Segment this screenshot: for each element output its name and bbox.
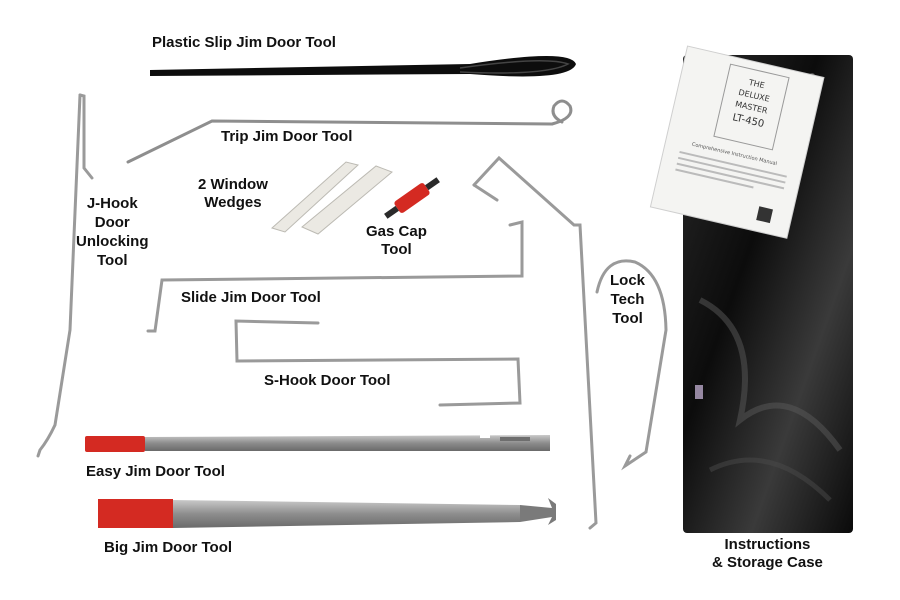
label-plastic-slip-jim: Plastic Slip Jim Door Tool [152,34,336,51]
easy-jim-tool [85,433,550,452]
label-slide-jim: Slide Jim Door Tool [181,289,321,306]
label-s-hook: S-Hook Door Tool [264,372,391,389]
label-trip-jim: Trip Jim Door Tool [221,128,353,145]
trip-jim-tool [126,99,573,164]
manual-title-1: THE [747,78,766,91]
label-j-hook: J-Hook Door Unlocking Tool [76,195,149,269]
lock-tech-tool [595,259,668,471]
long-hook-rod [472,155,598,530]
label-big-jim: Big Jim Door Tool [104,539,233,556]
label-gas-cap: Gas Cap Tool [366,223,427,258]
label-easy-jim: Easy Jim Door Tool [86,463,225,480]
plastic-slip-jim-tool [150,56,576,77]
instruction-manual: THE DELUXE MASTER LT-450 Comprehensive I… [649,45,825,239]
window-wedges [271,161,393,235]
gas-cap-tool [384,177,440,219]
manual-logo-icon [756,206,773,224]
label-lock-tech: Lock Tech Tool [610,272,646,327]
label-window-wedges: 2 Window Wedges [198,176,268,211]
big-jim-tool [98,498,556,528]
s-hook-tool [234,319,522,407]
j-hook-tool [36,93,94,458]
slide-jim-tool [146,220,524,333]
label-instructions-case: Instructions & Storage Case [712,536,823,571]
